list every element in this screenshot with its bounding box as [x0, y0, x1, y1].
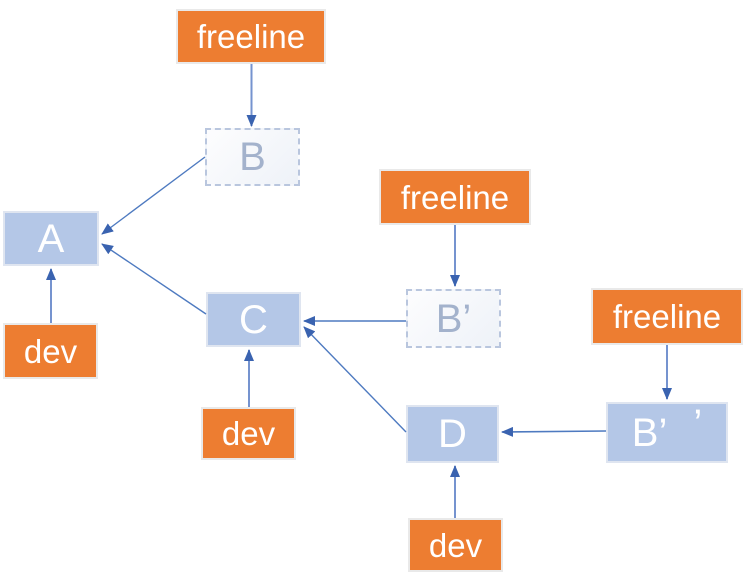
node-dev-1: dev [3, 323, 98, 379]
node-a: A [3, 211, 99, 266]
node-label-b: B [239, 135, 266, 179]
node-label-dev-1: dev [23, 332, 78, 370]
node-c: C [206, 292, 301, 347]
node-freeline-1: freeline [176, 9, 326, 64]
node-label-c: C [239, 297, 268, 342]
node-label-b-prime: B’ [435, 296, 472, 341]
node-label-sup-b-2prime: ’ [693, 401, 703, 446]
node-label-a: A [37, 216, 65, 261]
node-b: B [205, 128, 300, 186]
edge-d-to-c [303, 326, 407, 433]
node-dev-2: dev [201, 407, 296, 460]
node-dev-3: dev [408, 518, 503, 572]
node-label-dev-3: dev [428, 526, 483, 564]
node-label-freeline-2: freeline [400, 178, 510, 216]
node-freeline-2: freeline [379, 169, 531, 225]
edge-c-to-a [101, 243, 207, 315]
node-label-freeline-3: freeline [612, 298, 722, 335]
edge-b-to-a [101, 156, 206, 235]
node-freeline-3: freeline [591, 288, 743, 345]
node-label-d: D [438, 412, 467, 456]
node-label-freeline-1: freeline [196, 18, 306, 55]
node-label-dev-2: dev [221, 415, 276, 452]
edge-b2-to-d [501, 426, 607, 437]
node-b-2prime: B’ ’ [606, 402, 728, 463]
node-d: D [406, 405, 499, 463]
node-label-b-2prime: B’ [631, 410, 668, 455]
node-b-prime: B’ [406, 289, 501, 348]
